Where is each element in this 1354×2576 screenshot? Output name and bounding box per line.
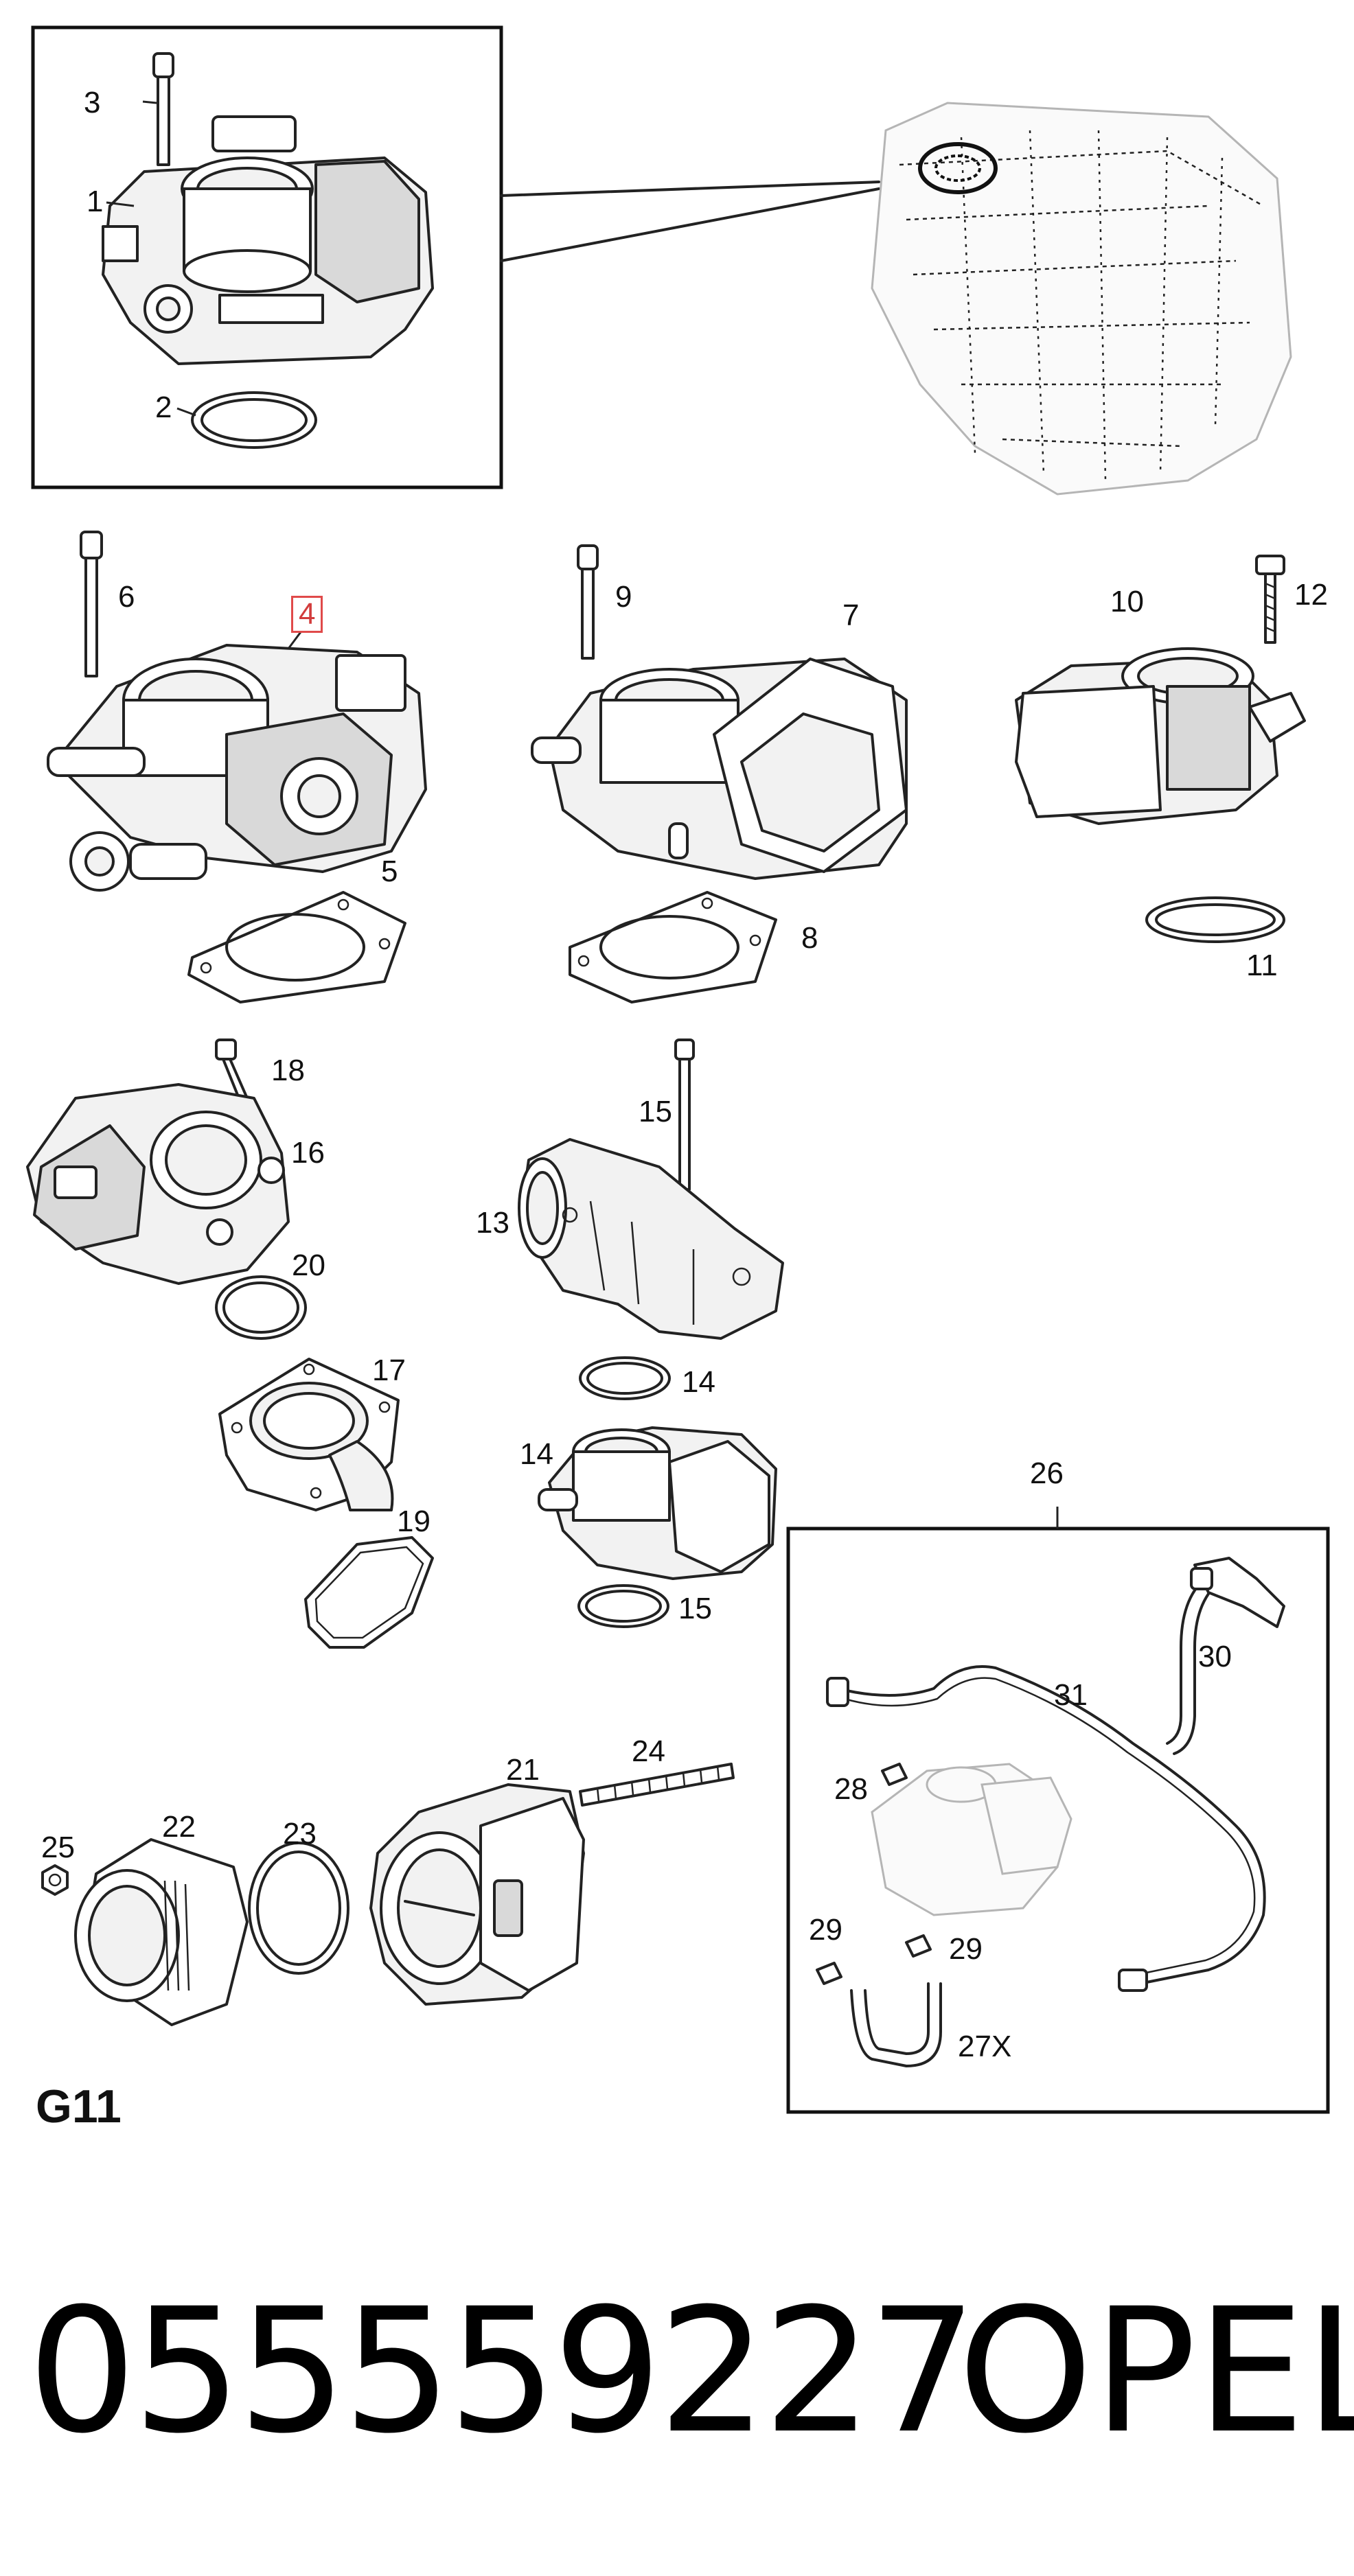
callout-3: 3 — [84, 86, 101, 119]
part-26-nut — [41, 1864, 69, 1896]
part-12-screw — [1255, 555, 1285, 644]
part-25-stud — [579, 1763, 735, 1807]
callout-29-upper: 28 — [834, 1772, 868, 1806]
part-3-bolt — [152, 52, 174, 166]
callout-2: 2 — [155, 391, 172, 424]
part-number: 055559227 — [27, 2271, 978, 2471]
part-13-intake-adapter — [518, 1138, 784, 1340]
callout-15-lower: 15 — [678, 1592, 712, 1625]
engine-overview — [871, 102, 1292, 496]
callout-29-lower-left: 29 — [809, 1913, 842, 1947]
callout-30-main: 30 — [1198, 1640, 1232, 1673]
part-5-gasket — [187, 891, 406, 1003]
callout-28: 27X — [958, 2030, 1012, 2063]
group-label: G11 — [36, 2080, 122, 2133]
part-16-bolt — [674, 1038, 695, 1191]
part-23-adapter — [74, 1838, 249, 2026]
part-1-throttle-body — [102, 115, 434, 365]
part-14-throttle-body — [538, 1426, 777, 1580]
callout-29-lower-right: 29 — [949, 1932, 983, 1966]
inset-box-27x — [786, 1507, 1330, 2114]
part-28-hose — [850, 1982, 942, 2067]
callout-4-highlighted: 4 — [291, 596, 323, 633]
callout-17: 16 — [291, 1136, 325, 1170]
callout-6: 6 — [118, 580, 135, 614]
part-21-seal-ring — [215, 1275, 307, 1340]
reference-throttle-body — [871, 1763, 1072, 1916]
callout-23: 22 — [162, 1810, 196, 1844]
part-29-clip-lower-right — [905, 1934, 932, 1958]
part-8-gasket — [569, 891, 777, 1003]
callout-11: 11 — [1246, 949, 1278, 982]
part-6-bolt — [80, 531, 103, 677]
callout-20: 19 — [397, 1505, 431, 1538]
part-29-clip-upper — [881, 1763, 908, 1786]
brand-name: OPEL — [958, 2271, 1354, 2471]
callout-26: 25 — [41, 1831, 75, 1864]
callout-13: 13 — [476, 1206, 509, 1240]
callout-16: 15 — [639, 1095, 672, 1128]
callout-14-main: 14 — [520, 1437, 553, 1471]
part-29-clip-lower-left — [816, 1962, 842, 1985]
callout-24: 23 — [283, 1817, 317, 1850]
part-9-bolt — [577, 544, 599, 660]
callout-27x: 26 — [1030, 1457, 1064, 1490]
part-7-throttle-body — [531, 658, 908, 880]
part-22-throttle-body — [369, 1783, 585, 2006]
callout-19: 18 — [271, 1054, 305, 1087]
part-10-throttle-body — [1015, 647, 1306, 825]
callout-18: 17 — [372, 1354, 406, 1387]
part-31-hose — [826, 1665, 1266, 1992]
callout-9: 9 — [615, 580, 632, 614]
part-18-adapter-flange — [218, 1358, 400, 1511]
part-4-throttle-body — [47, 644, 427, 892]
callout-5: 5 — [381, 855, 398, 888]
callout-1: 1 — [87, 185, 104, 218]
callout-22-main: 21 — [506, 1753, 540, 1787]
part-17-throttle-body — [26, 1083, 290, 1285]
callout-25: 24 — [632, 1734, 665, 1768]
callout-10: 10 — [1110, 585, 1144, 618]
part-15-seal-ring-lower — [577, 1584, 669, 1628]
callout-12: 12 — [1294, 578, 1328, 612]
callout-7: 7 — [842, 599, 860, 632]
callout-21: 20 — [292, 1249, 325, 1282]
part-2-seal-ring — [191, 391, 317, 449]
callout-31: 31 — [1054, 1678, 1088, 1712]
part-30-pipe — [1166, 1557, 1285, 1755]
part-15-seal-ring-upper — [579, 1356, 671, 1400]
part-11-seal-ring — [1145, 896, 1285, 943]
part-24-seal-ring — [248, 1842, 349, 1975]
inset-box — [31, 25, 880, 489]
part-20-gasket — [304, 1536, 434, 1649]
callout-15-upper: 14 — [682, 1365, 715, 1399]
callout-8: 8 — [801, 921, 818, 955]
